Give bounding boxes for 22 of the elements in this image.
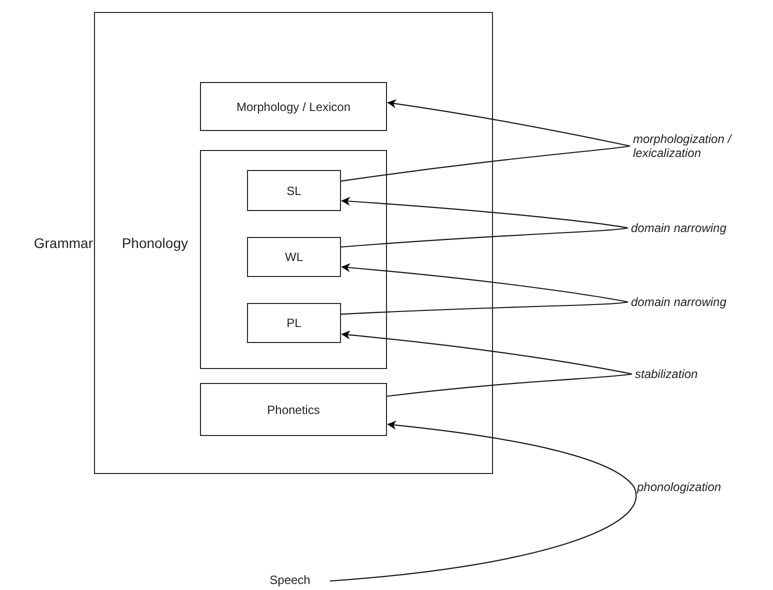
edge-label: domain narrowing bbox=[631, 221, 726, 235]
group-heading: Grammar bbox=[34, 235, 93, 251]
box-label: Morphology / Lexicon bbox=[236, 100, 351, 114]
curved-arrow bbox=[330, 420, 636, 582]
box-label: PL bbox=[286, 316, 302, 330]
curved-arrow bbox=[340, 196, 629, 248]
process-box bbox=[200, 82, 387, 131]
node-text: Speech bbox=[270, 573, 310, 587]
curved-arrow bbox=[341, 330, 633, 397]
curved-arrow bbox=[340, 99, 631, 182]
edge-label: phonologization bbox=[637, 480, 722, 494]
process-box bbox=[247, 237, 341, 277]
edge-label: domain narrowing bbox=[631, 295, 726, 309]
edge-label: stabilization bbox=[635, 367, 698, 381]
group-heading: Phonology bbox=[122, 235, 188, 251]
process-box bbox=[200, 383, 387, 436]
box-label: SL bbox=[286, 184, 302, 198]
process-box bbox=[247, 303, 341, 343]
curved-arrow bbox=[340, 263, 629, 315]
process-box bbox=[247, 170, 341, 211]
box-label: WL bbox=[285, 250, 303, 264]
box-label: Phonetics bbox=[267, 402, 320, 416]
